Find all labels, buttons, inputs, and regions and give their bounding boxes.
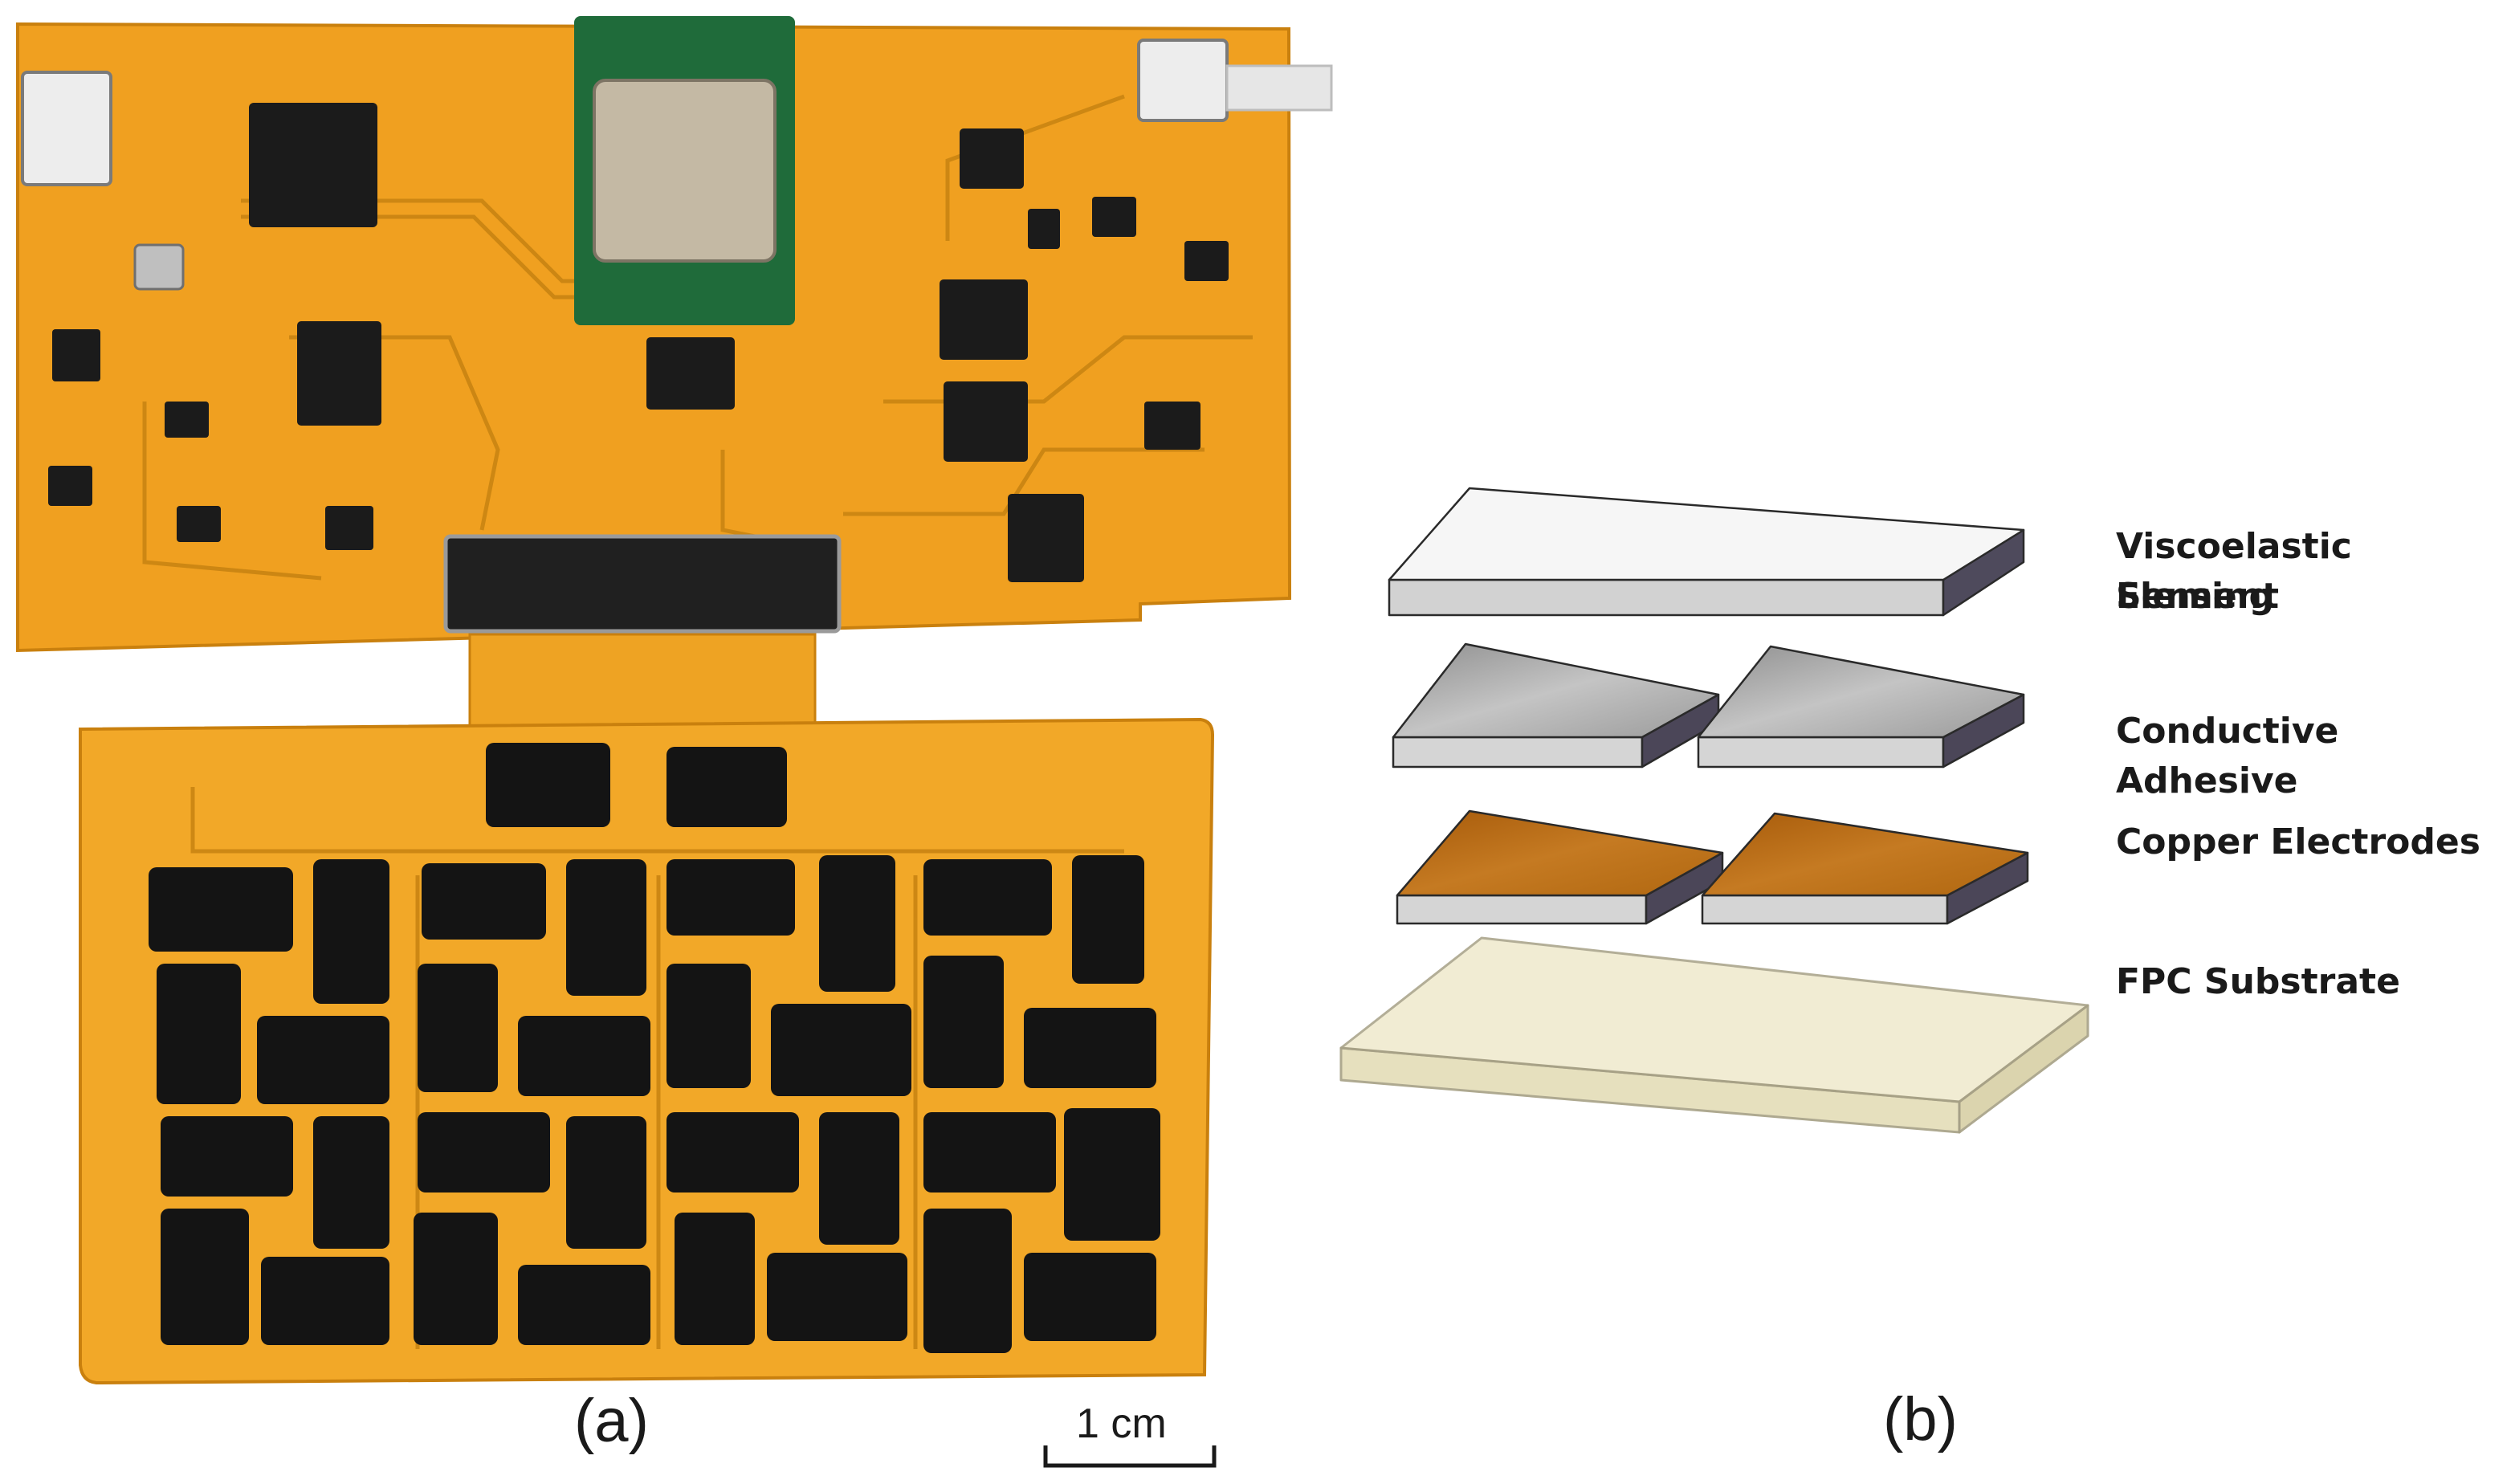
- layer-viscoelastic-slab: [1388, 487, 2025, 617]
- ic-chip: [1092, 197, 1136, 237]
- layer-label-adhesive: Conductive Adhesive: [2116, 711, 2339, 801]
- layer-fpc-substrate: [1339, 936, 2089, 1134]
- layer-label-fpc: FPC Substrate: [2116, 961, 2400, 1002]
- ic-chip: [1028, 209, 1060, 249]
- ic-chip: [297, 321, 381, 426]
- connector: [21, 71, 112, 186]
- sensor-element: [1024, 1253, 1156, 1341]
- sensor-element: [923, 859, 1052, 936]
- layer-copper-electrodes: [1396, 809, 2029, 925]
- sensor-element: [666, 1112, 799, 1192]
- layer-label-copper: Copper Electrodes: [2116, 822, 2480, 862]
- sensor-element: [414, 1213, 498, 1345]
- sensor-element: [418, 1112, 550, 1192]
- sensor-element: [923, 1112, 1056, 1192]
- sensor-element: [1064, 1108, 1160, 1241]
- sensor-element: [566, 1116, 646, 1249]
- sensor-element: [666, 859, 795, 936]
- sensor-element: [313, 859, 389, 1004]
- sensor-element: [1072, 855, 1144, 984]
- layer-label-viscoelastic-line2: Element: [2116, 576, 2280, 617]
- sensor-element: [261, 1257, 389, 1345]
- ic-chip: [1184, 241, 1229, 281]
- sensor-element: [675, 1213, 755, 1345]
- sensor-element: [923, 956, 1004, 1088]
- sensor-element: [923, 1209, 1012, 1353]
- sensor-element: [767, 1253, 907, 1341]
- ic-chip: [646, 337, 735, 410]
- board-to-board-connector: [443, 534, 842, 634]
- module-shield: [593, 79, 777, 263]
- ic-chip: [52, 329, 100, 381]
- ic-chip: [1008, 494, 1084, 582]
- sensor-element: [313, 1116, 389, 1249]
- ic-chip: [325, 506, 373, 550]
- ic-chip: [960, 128, 1024, 189]
- ic-chip: [177, 506, 221, 542]
- panel-label-a: (a): [574, 1387, 649, 1455]
- scale-bar: [1043, 1445, 1217, 1468]
- sensor-element: [157, 964, 241, 1104]
- sensor-element: [666, 964, 751, 1088]
- board-neck: [468, 633, 817, 732]
- layer-adhesive-pads: [1392, 642, 2025, 768]
- sensor-element: [418, 964, 498, 1092]
- sensor-element: [819, 1112, 899, 1245]
- sensor-element: [486, 743, 610, 827]
- sensor-element: [257, 1016, 389, 1104]
- panel-label-b: (b): [1883, 1385, 1958, 1453]
- ic-chip: [940, 279, 1028, 360]
- ribbon-cable: [1225, 64, 1333, 112]
- sensor-element: [566, 859, 646, 996]
- scale-bar-label: 1 cm: [1076, 1400, 1167, 1447]
- sensor-element: [518, 1265, 650, 1345]
- ic-chip: [48, 466, 92, 506]
- sensor-element: [1024, 1008, 1156, 1088]
- ic-chip: [944, 381, 1028, 462]
- layer-label-viscoelastic: Viscoelastic Sensing: [2116, 526, 2352, 617]
- sensor-element: [666, 747, 787, 827]
- layer-stack: [1339, 487, 2089, 1134]
- sensor-element: [161, 1209, 249, 1345]
- sensor-element: [161, 1116, 293, 1197]
- ic-chip: [1144, 402, 1200, 450]
- sensor-element: [819, 855, 895, 992]
- crystal: [133, 243, 185, 291]
- sensor-element: [771, 1004, 911, 1096]
- ic-chip: [165, 402, 209, 438]
- sensor-element: [422, 863, 546, 940]
- sensor-element: [149, 867, 293, 952]
- pcb-photo: [16, 16, 1333, 1385]
- sensor-element: [518, 1016, 650, 1096]
- connector: [1137, 39, 1229, 122]
- ic-chip: [249, 103, 377, 227]
